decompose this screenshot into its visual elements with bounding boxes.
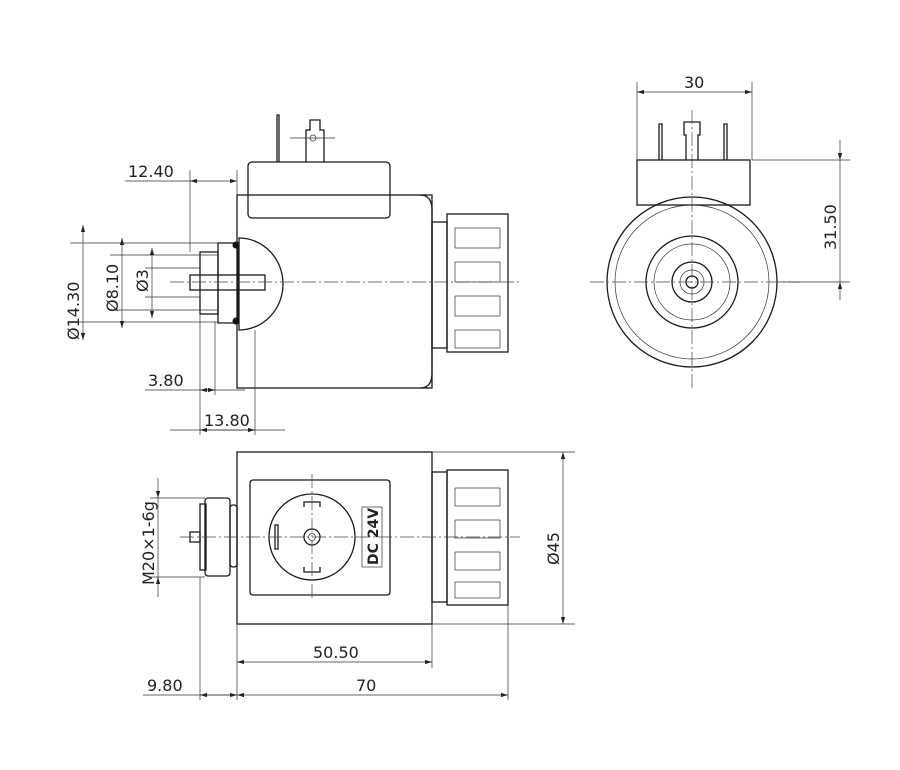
nut-rib [454, 227, 501, 249]
knurled-nut [446, 213, 509, 353]
dim-dia-14-30: Ø14.30 [64, 282, 83, 340]
knurled-nut [446, 469, 509, 606]
plunger [189, 274, 266, 291]
dim-30: 30 [684, 73, 704, 92]
connector-housing [636, 159, 751, 206]
fitting-section [217, 242, 239, 324]
dim-dia-45: Ø45 [544, 532, 563, 565]
coil-body-rounded-edge [419, 194, 433, 389]
nut-rib [454, 519, 501, 539]
pin [276, 114, 280, 162]
nut-rib [454, 295, 501, 317]
nut-outline [446, 469, 509, 606]
dim-dia-8-10: Ø8.10 [103, 264, 122, 312]
dim-9-80: 9.80 [147, 676, 183, 695]
coil-body [236, 451, 433, 625]
thread-spec: M20×1-6g [139, 501, 158, 585]
dim-3-80: 3.80 [148, 371, 184, 390]
o-ring [232, 317, 240, 325]
o-ring [232, 241, 240, 249]
dim-70: 70 [356, 676, 376, 695]
nut-rib [454, 261, 501, 283]
dim-50-50: 50.50 [313, 643, 359, 662]
pin [658, 123, 663, 160]
dim-31-50: 31.50 [821, 204, 840, 250]
dim-13-80: 13.80 [204, 411, 250, 430]
section-core [238, 237, 284, 331]
nut-outline [446, 213, 509, 353]
coil-body [236, 194, 433, 389]
voltage-label: DC 24V [366, 508, 382, 565]
pin [723, 123, 728, 160]
connector-housing [249, 479, 391, 596]
neck [431, 221, 448, 349]
seal-ring [229, 504, 238, 568]
fitting-flange [199, 251, 219, 315]
nut-rib [454, 551, 501, 571]
top-view: DC 24V M20×1-6g Ø45 50.50 70 [139, 451, 575, 700]
end-view: 30 31.50 [590, 73, 850, 390]
nut-rib [454, 329, 501, 349]
nut-rib [454, 487, 501, 507]
nut-rib [454, 581, 501, 599]
connector-housing [247, 161, 391, 219]
pin [305, 119, 325, 162]
side-view: 12.40 Ø14.30 Ø8.10 Ø3 3.80 13.80 [64, 114, 520, 435]
dim-12-40: 12.40 [128, 162, 174, 181]
dim-dia-3: Ø3 [133, 269, 152, 292]
